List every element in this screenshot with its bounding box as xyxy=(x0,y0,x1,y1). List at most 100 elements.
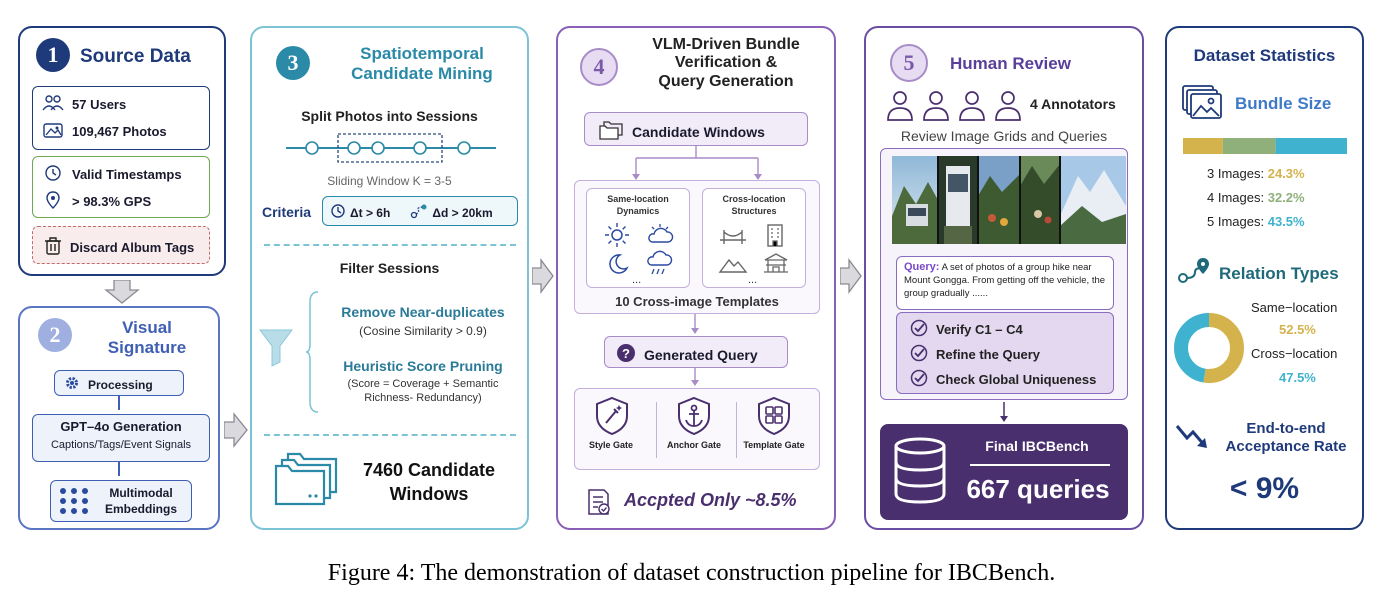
users-photos-box xyxy=(32,86,210,150)
sun-icon xyxy=(605,223,629,247)
near-duplicates-threshold: (Cosine Similarity > 0.9) xyxy=(359,324,487,338)
relation-donut-chart xyxy=(1174,313,1244,383)
discard-box xyxy=(32,226,210,264)
bundle-size-bar-3-images xyxy=(1183,138,1223,154)
five-images-label: 5 Images: xyxy=(1207,214,1265,229)
folders-icon xyxy=(274,452,338,506)
cross-location-ellipsis: ... xyxy=(748,274,758,286)
photos-count: 109,467 Photos xyxy=(72,124,167,139)
checklist-icon xyxy=(588,489,610,515)
query-label: Query: xyxy=(904,261,940,273)
database-icon xyxy=(894,437,946,504)
annotators-icon xyxy=(887,91,1021,121)
cross-location-value: 47.5% xyxy=(1279,370,1316,385)
bridge-icon xyxy=(720,230,746,244)
final-benchmark-title: Final IBCBench xyxy=(985,438,1089,454)
criteria-time: Δt > 6h xyxy=(350,205,391,220)
svg-text:?: ? xyxy=(622,346,630,361)
location-pin-icon xyxy=(42,190,64,213)
check-circle-icon xyxy=(910,319,928,340)
near-duplicates-step: Remove Near-duplicates xyxy=(341,304,505,320)
route-icon xyxy=(410,203,428,222)
photos-icon xyxy=(42,121,64,142)
step-number-3: 3 xyxy=(276,46,310,80)
moon-icon xyxy=(609,254,629,274)
metadata-box xyxy=(32,156,210,218)
gpt-generation-box xyxy=(32,414,210,462)
figure-caption: Figure 4: The demonstration of dataset c… xyxy=(327,560,1056,586)
anchor-gate-icon xyxy=(678,396,710,436)
cloud-sun-icon xyxy=(648,224,674,243)
check-circle-icon xyxy=(910,369,928,390)
bundle-size-heading: Bundle Size xyxy=(1235,94,1332,113)
query-box xyxy=(896,256,1114,310)
uniqueness-step: Check Global Uniqueness xyxy=(936,372,1097,387)
human-review-panel: 5 Human Review 4 Annotators Review Image… xyxy=(864,26,1144,530)
trend-down-icon xyxy=(1175,425,1207,448)
dataset-statistics-panel: Dataset Statistics Bundle Size 3 Images:… xyxy=(1165,26,1364,530)
gear-icon xyxy=(64,375,80,394)
users-icon xyxy=(42,94,64,115)
template-gate-icon xyxy=(758,396,790,436)
donut-cross-location-slice xyxy=(1174,313,1244,383)
gpt-generation-title: GPT–4o Generation xyxy=(60,419,182,434)
filter-sessions-heading: Filter Sessions xyxy=(339,260,440,276)
gps-coverage: > 98.3% GPS xyxy=(72,194,152,209)
right-arrow xyxy=(840,258,862,294)
annotators-count: 4 Annotators xyxy=(1030,96,1116,112)
step-number-1: 1 xyxy=(36,38,70,72)
bundle-size-bar xyxy=(1183,138,1347,154)
photo-grid xyxy=(892,156,1126,244)
funnel-icon xyxy=(259,329,293,367)
route-pin-icon xyxy=(1178,258,1209,283)
cross-image-templates: 10 Cross-image Templates xyxy=(615,294,779,309)
query-text-block: Query: A set of photos of a group hike n… xyxy=(904,260,1108,300)
mountain-icon xyxy=(718,258,748,273)
style-gate-label: Style Gate xyxy=(588,440,634,450)
step-number-2: 2 xyxy=(38,318,72,352)
three-images-value: 24.3% xyxy=(1267,166,1305,181)
valid-timestamps: Valid Timestamps xyxy=(72,167,182,182)
split-sessions-heading: Split Photos into Sessions xyxy=(301,108,478,124)
gpt-generation-subtitle: Captions/Tags/Event Signals xyxy=(50,439,192,451)
source-data-title: Source Data xyxy=(80,46,191,67)
four-images-value: 32.2% xyxy=(1267,190,1305,205)
cross-location-box xyxy=(702,188,806,288)
temple-icon xyxy=(764,253,788,273)
down-arrow xyxy=(104,280,140,304)
processing-label: Processing xyxy=(88,377,153,392)
step-number-5: 5 xyxy=(890,44,928,82)
trash-icon xyxy=(44,236,62,259)
heuristic-formula-line2: Richness- Redundancy) xyxy=(364,392,482,404)
criteria-box xyxy=(322,196,518,226)
source-data-panel: 1 Source Data 57 Users 109,467 Photos Va… xyxy=(18,26,226,276)
verify-step: Verify C1 – C4 xyxy=(936,322,1023,337)
same-location-ellipsis: ... xyxy=(632,274,642,286)
candidate-windows-label: Candidate Windows xyxy=(632,123,765,140)
human-review-title: Human Review xyxy=(950,54,1071,73)
building-icon xyxy=(767,224,783,247)
heuristic-pruning-step: Heuristic Score Pruning xyxy=(343,358,503,374)
right-arrow xyxy=(224,412,248,448)
same-location-label: Same−location xyxy=(1251,300,1338,315)
review-checks-box xyxy=(896,312,1114,394)
heuristic-formula-line1: (Score = Coverage + Semantic xyxy=(347,378,499,390)
split-connector xyxy=(632,146,762,180)
query-text: A set of photos of a group hike near Mou… xyxy=(904,262,1106,299)
folders-icon xyxy=(598,120,624,143)
four-images-label: 4 Images: xyxy=(1207,190,1265,205)
rain-cloud-icon xyxy=(647,250,673,275)
sliding-window-illustration xyxy=(286,133,496,163)
statistics-title: Dataset Statistics xyxy=(1193,46,1336,65)
criteria-distance: Δd > 20km xyxy=(432,205,493,220)
image-stack-icon xyxy=(1182,85,1222,119)
style-gate-icon xyxy=(596,396,628,436)
candidate-windows-box xyxy=(584,112,808,146)
